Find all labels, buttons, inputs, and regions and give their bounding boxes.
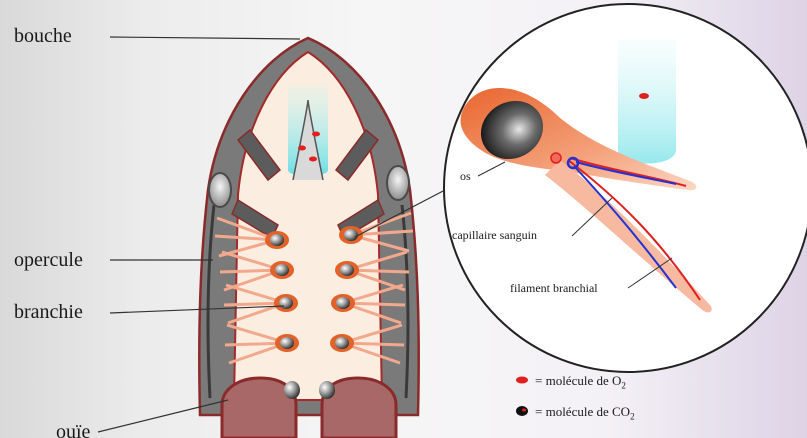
legend-co2-symbol — [516, 406, 528, 416]
capillary-red-node — [551, 153, 561, 163]
label-branchie: branchie — [14, 302, 83, 322]
legend-o2-sub: 2 — [621, 381, 626, 391]
label-capillaire: capillaire sanguin — [452, 229, 537, 241]
legend-co2: = molécule de CO2 — [535, 405, 635, 422]
eye-right — [387, 166, 409, 200]
legend-o2: = molécule de O2 — [535, 374, 626, 391]
legend-o2-symbol — [516, 377, 528, 384]
label-opercule: opercule — [14, 250, 83, 270]
label-os: os — [460, 170, 471, 182]
water-stream-zoom — [618, 40, 676, 164]
o2-molecule-zoom — [639, 93, 649, 99]
o2-molecule — [312, 132, 320, 137]
o2-molecule — [298, 146, 306, 151]
legend-o2-prefix: = molécule de O — [535, 373, 621, 388]
legend-co2-sub: 2 — [630, 412, 635, 422]
co2-bone-right — [319, 381, 335, 399]
label-ouie: ouïe — [56, 422, 90, 438]
legend-co2-highlight — [522, 409, 526, 412]
label-filament: filament branchial — [510, 282, 598, 294]
co2-bone-left — [284, 381, 300, 399]
leader-bouche — [110, 37, 300, 39]
o2-molecule — [309, 157, 317, 162]
legend-co2-prefix: = molécule de CO — [535, 404, 630, 419]
eye-left — [209, 173, 231, 207]
label-bouche: bouche — [14, 26, 72, 46]
